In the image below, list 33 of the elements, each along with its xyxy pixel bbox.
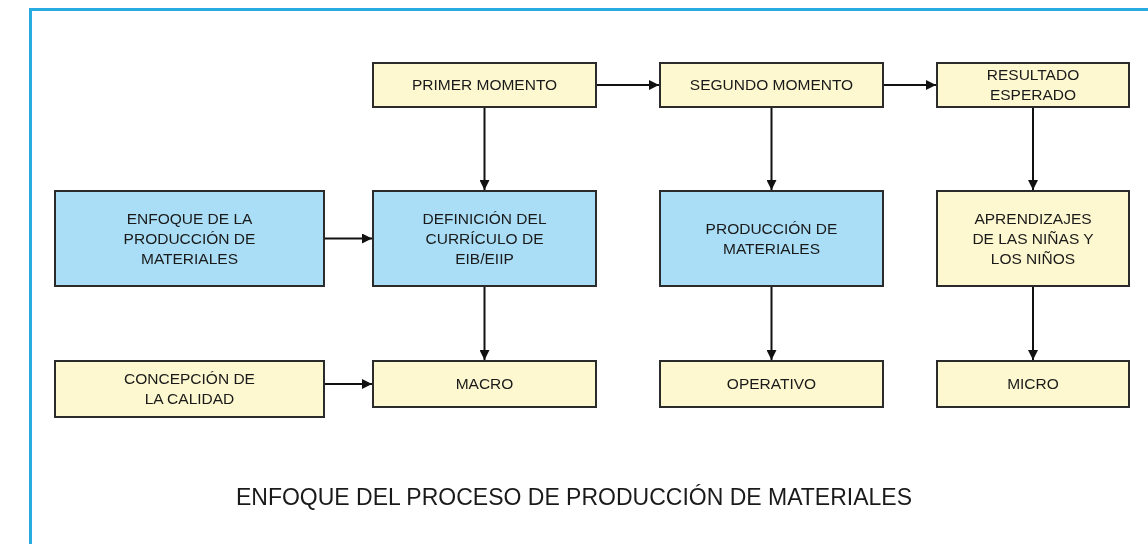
arrow (766, 286, 777, 361)
process-box (659, 62, 884, 108)
process-box (372, 62, 597, 108)
box-label: MICRO (1007, 374, 1059, 394)
concept-box (54, 190, 325, 287)
arrow (766, 107, 777, 191)
box-label: ENFOQUE DE LA PRODUCCIÓN DE MATERIALES (122, 208, 257, 269)
arrow (324, 233, 373, 244)
box-label: PRODUCCIÓN DE MATERIALES (704, 218, 839, 259)
arrow (1028, 286, 1038, 361)
process-box (659, 360, 884, 408)
box-label: RESULTADO ESPERADO (985, 65, 1081, 105)
concept-box (372, 190, 597, 287)
arrow (324, 379, 373, 389)
process-box (372, 360, 597, 408)
arrow (479, 286, 490, 361)
box-label: SEGUNDO MOMENTO (689, 75, 854, 95)
process-box (936, 190, 1130, 287)
box-label: APRENDIZAJES DE LAS NIÑAS Y LOS NIÑOS (971, 208, 1095, 269)
process-box (936, 360, 1130, 408)
box-label: DEFINICIÓN DEL CURRÍCULO DE EIB/EIIP (421, 208, 548, 269)
concept-box (659, 190, 884, 287)
box-label: OPERATIVO (726, 374, 817, 394)
arrow (1028, 107, 1038, 191)
arrow (883, 80, 937, 90)
box-label: PRIMER MOMENTO (411, 75, 558, 95)
caption: ENFOQUE DEL PROCESO DE PRODUCCIÓN DE MATERIALES (234, 484, 914, 511)
box-label: MACRO (455, 374, 514, 394)
box-label: CONCEPCIÓN DE LA CALIDAD (123, 369, 256, 409)
arrow (596, 80, 660, 90)
arrow (479, 107, 490, 191)
process-box (54, 360, 325, 418)
process-box (936, 62, 1130, 108)
